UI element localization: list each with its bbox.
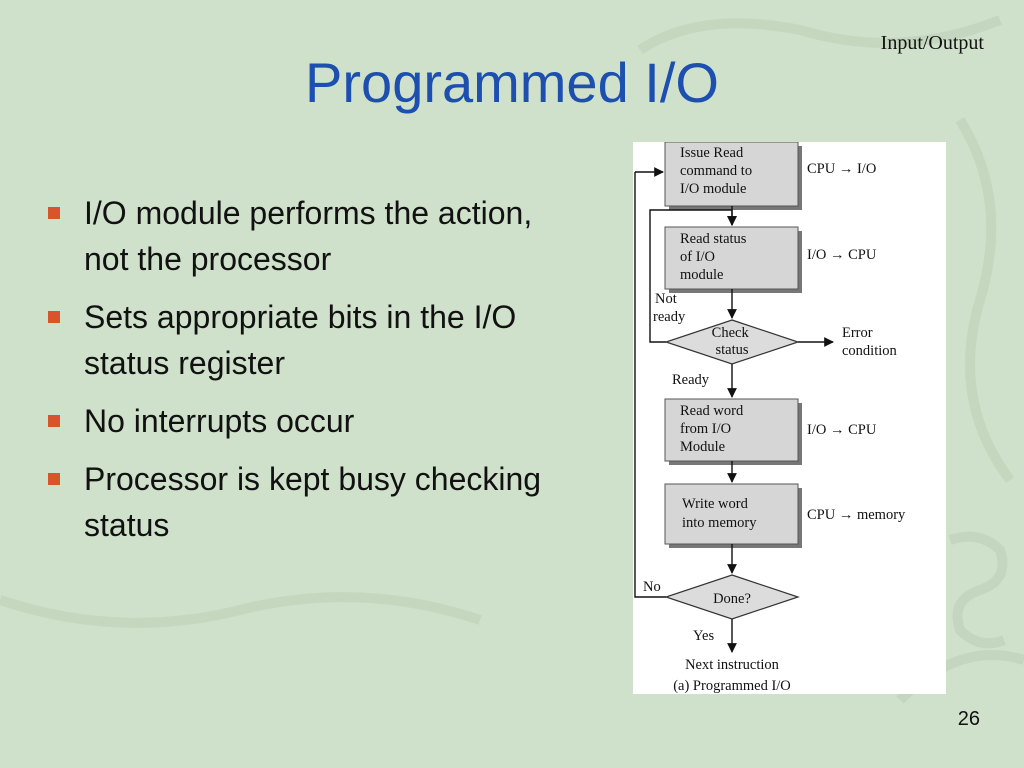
- bullet-text: Processor is kept busy checking status: [84, 461, 542, 543]
- square-bullet-icon: [48, 207, 60, 219]
- programmed-io-flowchart: Issue Read command to I/O module Read st…: [633, 142, 946, 694]
- write-word-text: Write word into memory: [682, 496, 757, 531]
- square-bullet-icon: [48, 473, 60, 485]
- write-word-box: [664, 483, 799, 545]
- step4-side-label: CPU → memory: [807, 507, 906, 523]
- error-label: Error condition: [842, 325, 898, 359]
- read-word-box: [664, 398, 799, 462]
- bullet-text: I/O module performs the action, not the …: [84, 195, 533, 277]
- step2-side-label: I/O → CPU: [807, 247, 877, 263]
- read-status-box: [664, 226, 799, 290]
- section-label: Input/Output: [880, 32, 984, 54]
- square-bullet-icon: [48, 415, 60, 427]
- read-word-text: Read word from I/O Module: [680, 403, 747, 455]
- done-text: Done?: [713, 591, 751, 607]
- bullet-item: No interrupts occur: [44, 398, 584, 444]
- issue-read-text: Issue Read command to I/O module: [680, 145, 756, 197]
- yes-label: Yes: [693, 628, 714, 644]
- bullet-text: Sets appropriate bits in the I/O status …: [84, 299, 517, 381]
- bullet-item: I/O module performs the action, not the …: [44, 190, 584, 282]
- bullet-list: I/O module performs the action, not the …: [44, 190, 584, 560]
- bullet-text: No interrupts occur: [84, 403, 355, 439]
- next-instruction-label: Next instruction: [685, 657, 780, 673]
- step1-side-label: CPU → I/O: [807, 161, 876, 177]
- square-bullet-icon: [48, 311, 60, 323]
- no-label: No: [643, 579, 661, 595]
- step3-side-label: I/O → CPU: [807, 422, 877, 438]
- read-status-text: Read status of I/O module: [680, 231, 750, 283]
- slide-title: Programmed I/O: [305, 51, 719, 114]
- ready-label: Ready: [672, 372, 710, 388]
- check-status-text: Check status: [712, 325, 753, 358]
- bullet-item: Processor is kept busy checking status: [44, 456, 584, 548]
- page-number: 26: [957, 708, 980, 730]
- not-ready-label: Not ready: [653, 291, 686, 325]
- bullet-item: Sets appropriate bits in the I/O status …: [44, 294, 584, 386]
- diagram-caption: (a) Programmed I/O: [673, 678, 791, 694]
- issue-read-box: [664, 142, 799, 207]
